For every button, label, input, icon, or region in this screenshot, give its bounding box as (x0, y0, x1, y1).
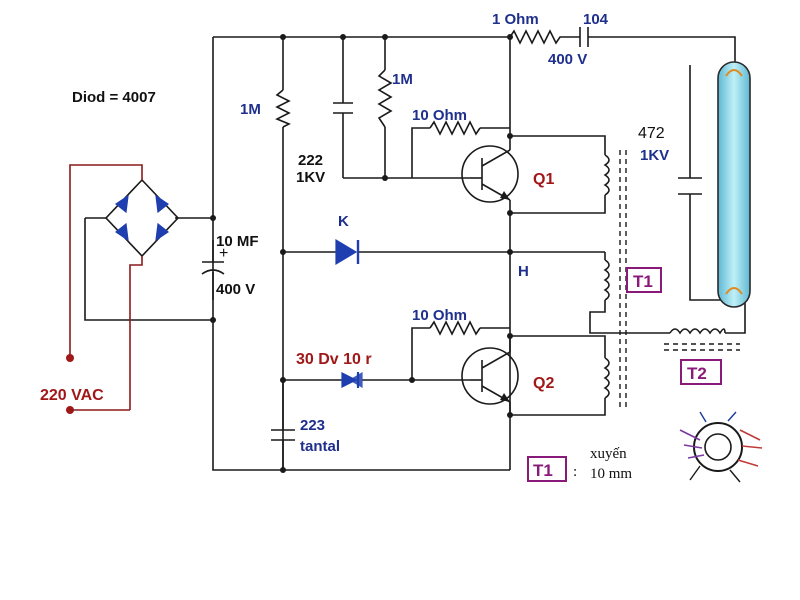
t2-box (680, 359, 722, 385)
label-r-1m-left: 1M (240, 101, 261, 118)
label-t1-note-size: 10 mm (590, 466, 632, 482)
label-q1: Q1 (533, 171, 554, 188)
label-c-top-value: 104 (583, 11, 609, 28)
junction-dots (210, 34, 513, 473)
label-h: H (518, 263, 529, 280)
label-t1: T1 (633, 272, 653, 291)
label-r-top: 1 Ohm (492, 11, 539, 28)
capacitor-104 (579, 27, 589, 47)
capacitor-10mf: + (201, 245, 228, 275)
diode-k (335, 238, 360, 266)
t1-note-box (527, 456, 567, 482)
capacitor-472 (678, 177, 702, 195)
label-c-top-voltage: 400 V (548, 51, 587, 68)
label-c222-voltage: 1KV (296, 169, 325, 186)
label-c472-voltage: 1KV (640, 147, 669, 164)
label-q2: Q2 (533, 375, 554, 392)
label-t1-note-colon: : (573, 464, 577, 480)
label-t2: T2 (687, 364, 707, 383)
label-r-10ohm-q2: 10 Ohm (412, 307, 467, 324)
capacitor-222 (333, 102, 353, 114)
resistor-1m-left (275, 89, 291, 128)
resistor-1-ohm (509, 29, 565, 45)
label-t1-note-word: xuyến (590, 446, 627, 462)
transistor-q2 (461, 336, 519, 415)
label-supply: 220 VAC (40, 387, 104, 404)
label-c-10mf: 10 MF (216, 233, 259, 250)
resistor-10-ohm-q1 (429, 120, 481, 136)
label-c223-value: 223 (300, 417, 325, 434)
label-c223-type: tantal (300, 438, 340, 455)
svg-text:+: + (219, 245, 228, 262)
label-diode-type: Diod = 4007 (72, 89, 156, 106)
label-r-10ohm-q1: 10 Ohm (412, 107, 467, 124)
capacitor-223 (271, 429, 295, 441)
fluorescent-tube (717, 61, 751, 308)
label-c472-value: 472 (638, 125, 665, 142)
label-c-10mf-voltage: 400 V (216, 281, 255, 298)
resistor-1m-right (377, 69, 393, 128)
transformer-t1 (603, 150, 627, 410)
bridge-rectifier (69, 164, 180, 410)
label-t1-note-box: T1 (533, 461, 553, 480)
toroid-core-icon (679, 411, 763, 483)
label-c222-value: 222 (298, 152, 323, 169)
inductor-t2 (664, 328, 740, 351)
label-diac: 30 Dv 10 r (296, 351, 372, 368)
label-r-1m-right: 1M (392, 71, 413, 88)
ac-supply-terminals (66, 354, 130, 414)
wiring (84, 36, 746, 471)
t1-box (626, 267, 662, 293)
resistor-10-ohm-q2 (429, 320, 481, 336)
label-k: K (338, 213, 349, 230)
diac-30dv (341, 371, 363, 389)
transistor-q1 (461, 145, 519, 203)
